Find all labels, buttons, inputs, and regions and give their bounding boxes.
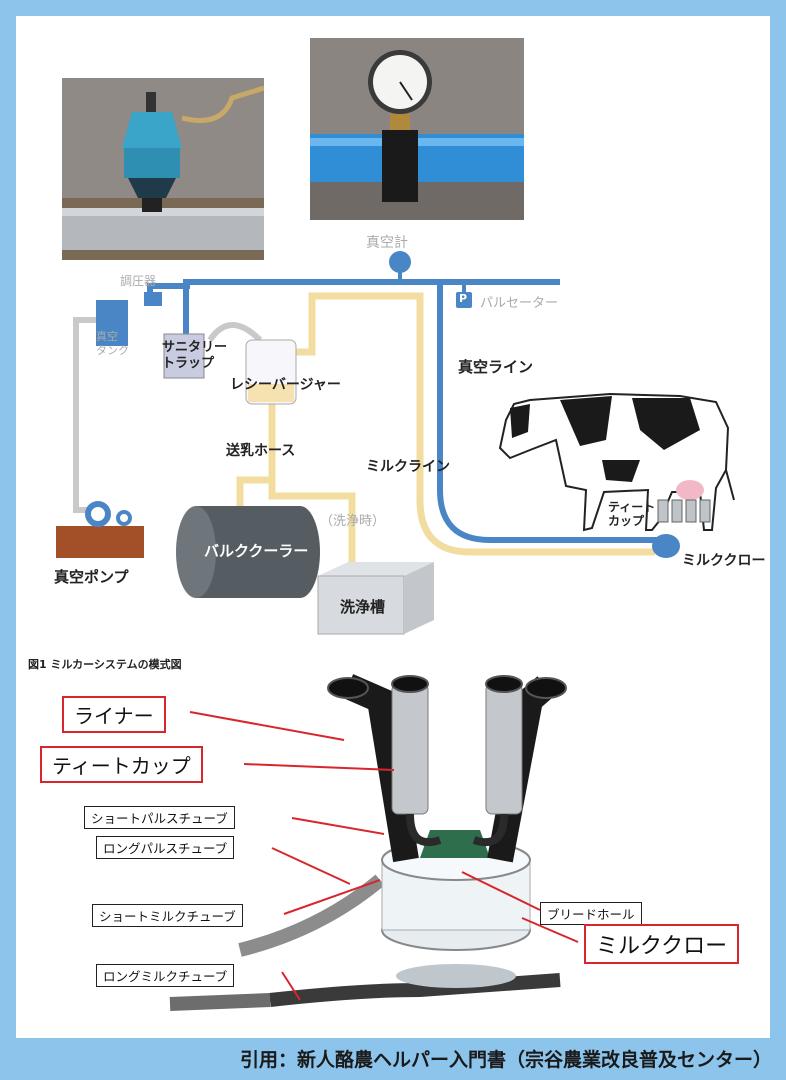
vacuum-pump-label: 真空ポンプ xyxy=(54,568,129,586)
receiver-jar-label: レシーバージャー xyxy=(230,377,341,393)
teat-cup-label: ティートカップ xyxy=(40,746,203,783)
liner-label: ライナー xyxy=(62,696,166,733)
long-pulse-tube-label: ロングパルスチューブ xyxy=(96,836,235,859)
short-milk-tube-label: ショートミルクチューブ xyxy=(92,904,243,927)
pulsator-label: パルセーター xyxy=(480,296,559,311)
source-credit: 引用：新人酪農ヘルパー入門書（宗谷農業改良普及センター） xyxy=(239,1049,772,1071)
milk-claw-label: ミルククロー xyxy=(584,924,740,964)
wash-tank-label: 洗浄槽 xyxy=(340,598,386,616)
vacuum-tank-label: 真空 タンク xyxy=(96,330,129,357)
vacuum-gauge-label: 真空計 xyxy=(366,235,408,251)
milk-line-label: ミルクライン xyxy=(366,459,450,475)
bleed-hole-label: ブリードホール xyxy=(540,902,642,925)
teat-cup-label-1: ティート カップ xyxy=(608,500,656,528)
milk-claw-label-1: ミルククロー xyxy=(682,553,766,569)
regulator-photo xyxy=(62,78,264,260)
milk-hose-label: 送乳ホース xyxy=(226,443,296,459)
sanitary-trap-label: サニタリー トラップ xyxy=(162,340,228,371)
long-milk-tube-label: ロングミルクチューブ xyxy=(96,964,235,987)
bulk-cooler-label: バルククーラー xyxy=(204,542,309,560)
short-pulse-tube-label: ショートパルスチューブ xyxy=(84,806,235,829)
regulator-label: 調圧器 xyxy=(120,274,157,288)
vacuum-gauge-photo xyxy=(310,38,524,220)
figure-caption: 図1 ミルカーシステムの模式図 xyxy=(28,658,182,671)
pulsator-p-label: P xyxy=(459,292,468,305)
washing-time-label: （洗浄時） xyxy=(320,514,386,529)
vacuum-line-label: 真空ライン xyxy=(458,358,534,376)
